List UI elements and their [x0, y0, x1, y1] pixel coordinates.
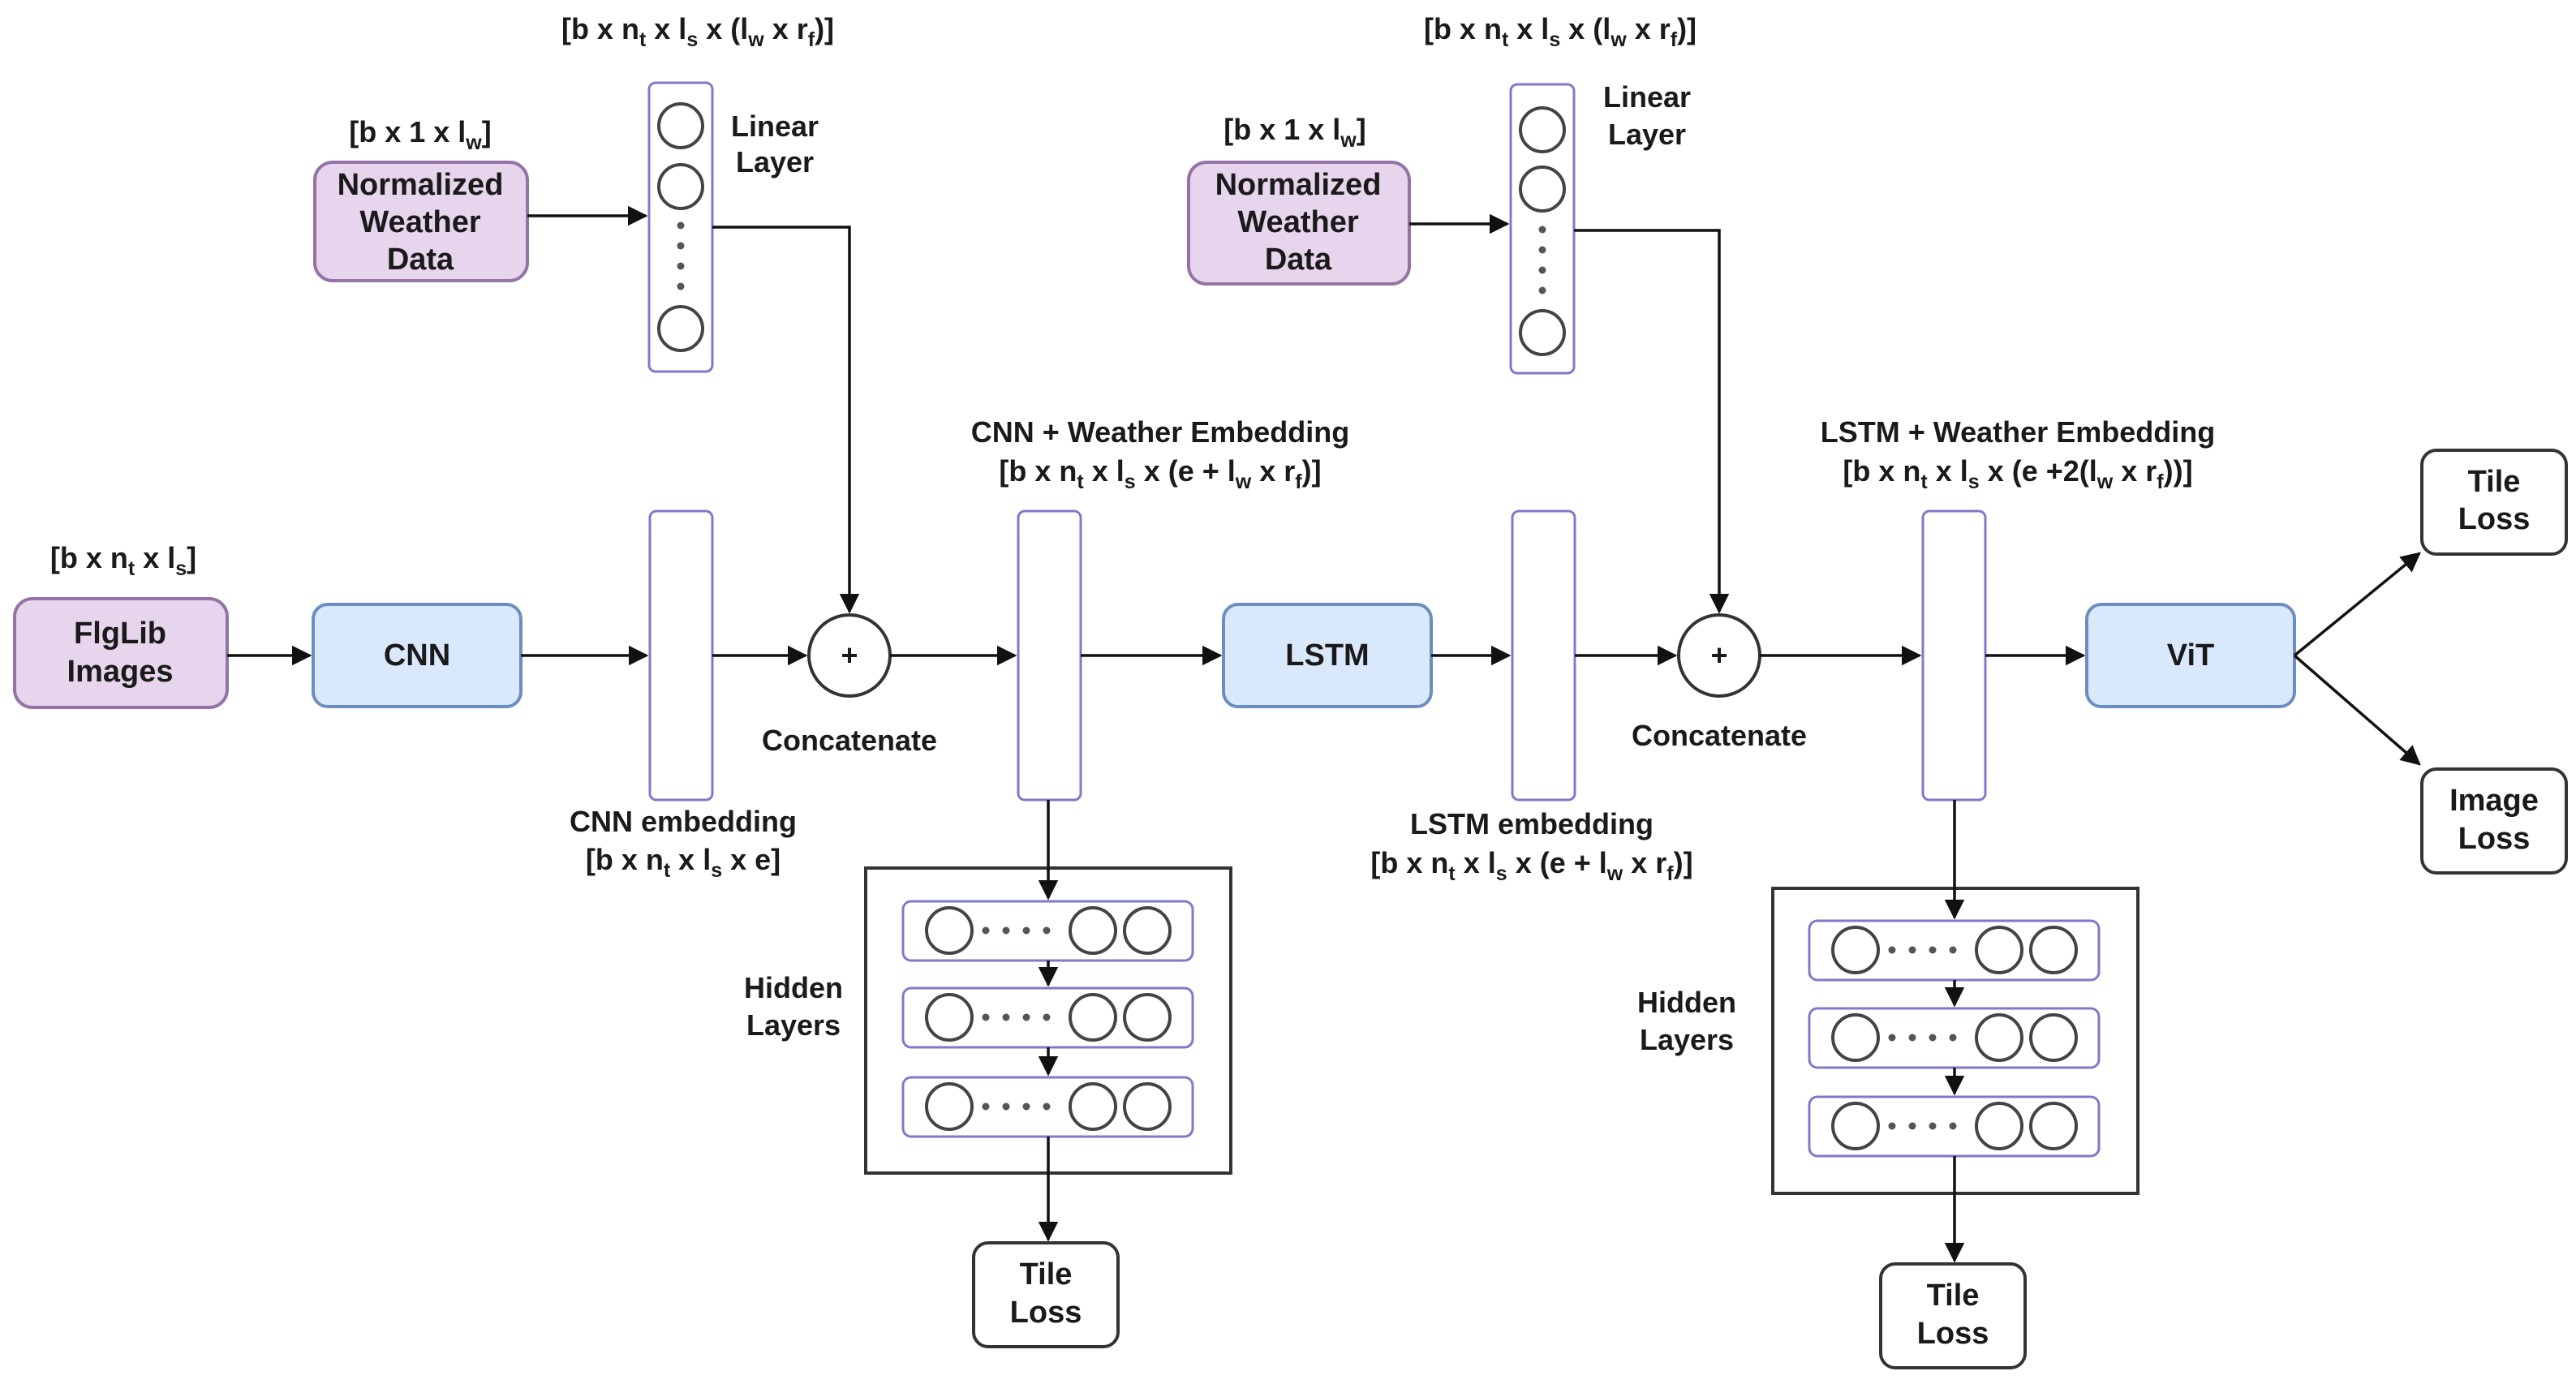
left-linear-neuron: [657, 102, 704, 149]
lstm-embedding-dim: [b x nt x ls x (e + lw x rf)]: [1370, 846, 1692, 885]
right-concat-symbol: +: [1710, 638, 1727, 672]
cnn-embedding-label: CNN embedding: [570, 805, 797, 838]
output-tile-loss-line1: Tile: [2468, 465, 2521, 499]
cnn-weather-embedding-title: CNN + Weather Embedding: [971, 415, 1349, 449]
left-hidden-label-2: Layers: [746, 1008, 841, 1042]
left-tile-loss-line2: Loss: [1010, 1296, 1082, 1330]
output-image-loss-box: [2420, 767, 2568, 875]
cnn-label: CNN: [384, 638, 450, 673]
left-linear-dim: [b x nt x ls x (lw x rf)]: [561, 12, 834, 51]
output-tile-loss-line2: Loss: [2458, 502, 2531, 536]
left-tile-loss-box: [972, 1241, 1120, 1348]
right-linear-neuron: [1519, 309, 1566, 356]
left-weather-box-line1: Normalized: [338, 168, 504, 202]
right-linear-neuron: [1519, 106, 1566, 153]
left-linear-neuron: [657, 163, 704, 210]
left-hidden-layer: [901, 1076, 1194, 1138]
lstm-label: LSTM: [1285, 638, 1369, 673]
left-weather-box-line2: Weather: [359, 205, 480, 239]
right-weather-box-line3: Data: [1265, 243, 1332, 277]
output-image-loss-line2: Loss: [2458, 822, 2531, 856]
right-concat-label: Concatenate: [1632, 719, 1807, 752]
left-linear-label-1: Linear: [731, 110, 819, 143]
images-box-line2: Images: [67, 655, 174, 689]
left-linear-neuron: [657, 305, 704, 352]
right-linear-label-2: Layer: [1608, 118, 1686, 151]
images-box-line1: FlgLib: [74, 617, 166, 651]
left-weather-box-line3: Data: [387, 243, 454, 277]
right-hidden-layer: [1808, 919, 2101, 982]
right-hidden-layer: [1808, 1007, 2101, 1069]
left-concat-label: Concatenate: [762, 724, 937, 757]
vit-label: ViT: [2167, 638, 2214, 673]
lstm-weather-embedding-vector: [1921, 509, 1987, 802]
left-tile-loss-line1: Tile: [1020, 1257, 1073, 1292]
figlib-images-box: [13, 597, 229, 709]
right-weather-dim: [b x 1 x lw]: [1223, 113, 1366, 152]
lstm-embedding-vector: [1511, 509, 1576, 802]
left-hidden-layer: [901, 986, 1194, 1049]
cnn-weather-embedding-dim: [b x nt x ls x (e + lw x rf)]: [999, 454, 1321, 493]
left-hidden-layer: [901, 900, 1194, 962]
cnn-embedding-dim: [b x nt x ls x e]: [586, 843, 781, 882]
left-weather-data-box: [313, 161, 529, 282]
left-concat-symbol: +: [841, 638, 858, 672]
right-hidden-layer: [1808, 1095, 2101, 1158]
connectors: [227, 205, 2421, 1263]
right-weather-box-line2: Weather: [1237, 205, 1358, 239]
left-linear-label-2: Layer: [736, 145, 814, 178]
cnn-embedding-vector: [648, 509, 714, 802]
right-tile-loss-line1: Tile: [1927, 1279, 1980, 1313]
right-tile-loss-line2: Loss: [1917, 1317, 1989, 1351]
right-tile-loss-box: [1879, 1262, 2027, 1369]
images-dim: [b x nt x ls]: [50, 541, 196, 580]
output-image-loss-line1: Image: [2449, 784, 2539, 818]
right-linear-dim: [b x nt x ls x (lw x rf)]: [1424, 12, 1697, 51]
right-linear-label-1: Linear: [1603, 80, 1691, 114]
output-tile-loss-box: [2420, 449, 2568, 556]
lstm-embedding-label: LSTM embedding: [1410, 807, 1654, 840]
right-linear-neuron: [1519, 165, 1566, 213]
lstm-weather-embedding-dim: [b x nt x ls x (e +2(lw x rf))]: [1843, 454, 2192, 493]
right-hidden-label-2: Layers: [1640, 1023, 1734, 1056]
cnn-weather-embedding-vector: [1017, 509, 1082, 802]
right-weather-box-line1: Normalized: [1215, 168, 1382, 202]
left-weather-dim: [b x 1 x lw]: [349, 115, 492, 154]
left-hidden-label-1: Hidden: [744, 971, 843, 1004]
lstm-weather-embedding-title: LSTM + Weather Embedding: [1821, 415, 2215, 449]
right-hidden-label-1: Hidden: [1637, 986, 1736, 1019]
